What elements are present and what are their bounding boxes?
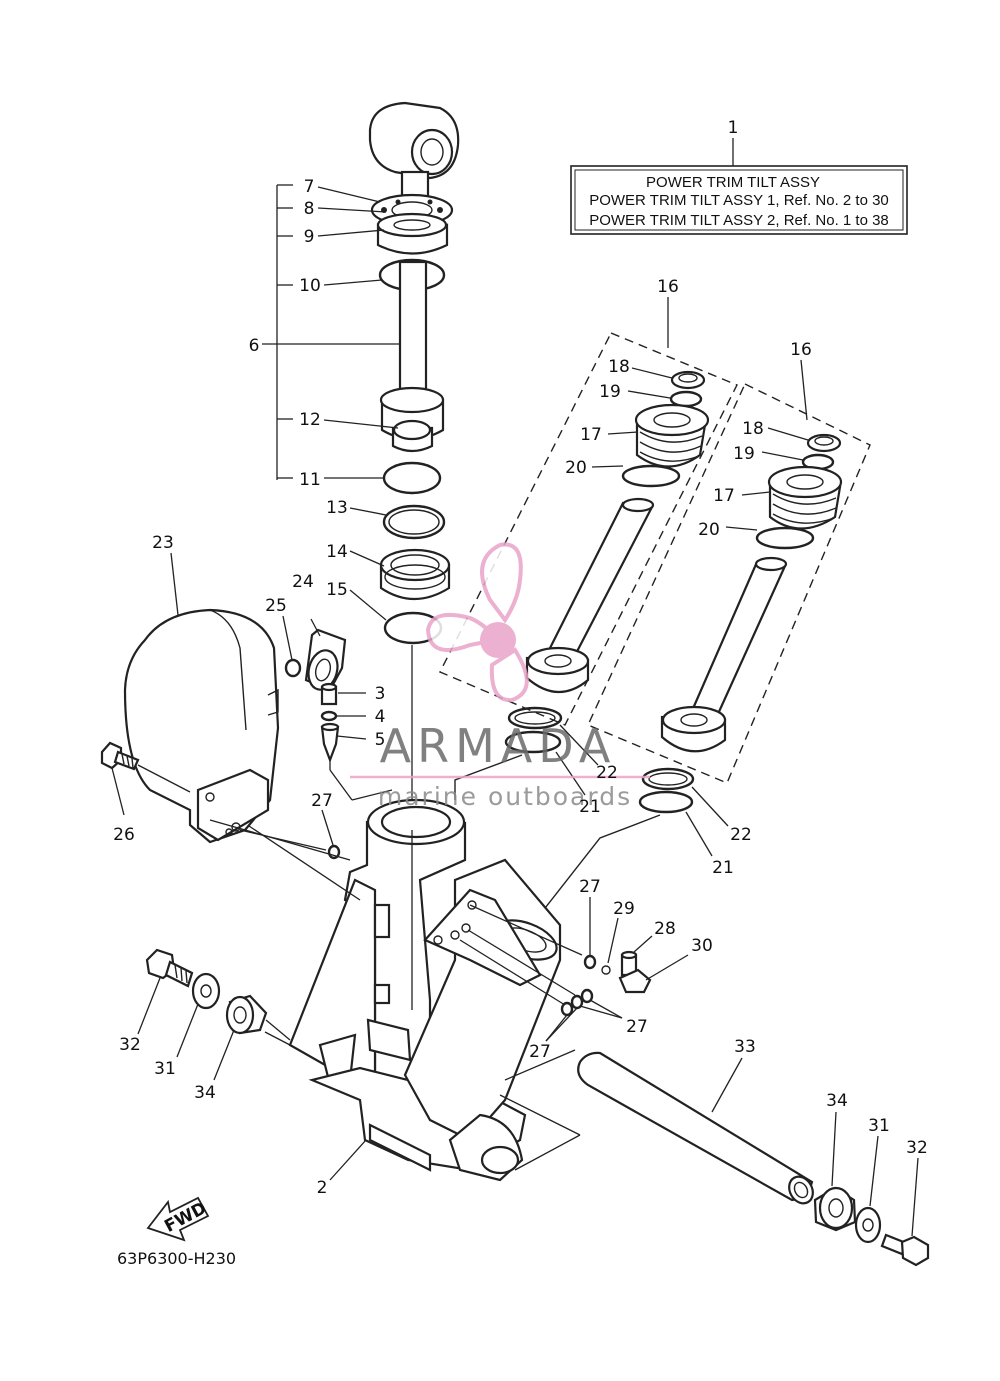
callout-11: 11 [299, 470, 321, 490]
kit-right-parts [660, 427, 843, 753]
callout-31-right: 31 [868, 1116, 890, 1136]
callout-18-right: 18 [742, 419, 764, 439]
callout-8: 8 [304, 199, 315, 219]
callout-17-right: 17 [713, 486, 735, 506]
tilt-rod-assembly [368, 101, 460, 830]
callout-21-right: 21 [712, 858, 734, 878]
callout-3: 3 [375, 684, 386, 704]
callout-10: 10 [299, 276, 321, 296]
callout-32-left: 32 [119, 1035, 141, 1055]
callout-27-a: 27 [311, 791, 333, 811]
title-line-2: POWER TRIM TILT ASSY 1, Ref. No. 2 to 30 [589, 192, 889, 209]
callout-30: 30 [691, 936, 713, 956]
callout-20-left: 20 [565, 458, 587, 478]
callout-1: 1 [728, 118, 739, 138]
callout-13: 13 [326, 498, 348, 518]
callout-5: 5 [375, 730, 386, 750]
callout-16-right: 16 [790, 340, 812, 360]
callout-16-left: 16 [657, 277, 679, 297]
callout-24: 24 [292, 572, 314, 592]
diagram-code: 63P6300-H230 [117, 1249, 236, 1268]
callout-2: 2 [317, 1178, 328, 1198]
kit-left-parts [525, 367, 710, 694]
propeller-logo-icon [425, 542, 529, 703]
callout-4: 4 [375, 707, 386, 727]
callout-22-left: 22 [596, 763, 618, 783]
watermark-brand: ARMADA [380, 719, 617, 773]
callout-18-left: 18 [608, 357, 630, 377]
callout-12: 12 [299, 410, 321, 430]
pivot-hardware-left [137, 948, 291, 1081]
callout-6: 6 [249, 336, 260, 356]
callout-25: 25 [265, 596, 287, 616]
callout-27-b: 27 [579, 877, 601, 897]
callout-28: 28 [654, 919, 676, 939]
callout-21-left: 21 [579, 797, 601, 817]
callout-29: 29 [613, 899, 635, 919]
tilt-tube [577, 1051, 814, 1205]
cylinder-body [179, 779, 583, 1182]
callout-27-d: 27 [529, 1042, 551, 1062]
callout-23: 23 [152, 533, 174, 553]
callout-20-right: 20 [698, 520, 720, 540]
callout-34-left: 34 [194, 1083, 216, 1103]
group-6-bracket [262, 184, 400, 621]
title-box: POWER TRIM TILT ASSY POWER TRIM TILT ASS… [570, 138, 908, 235]
seal-rings-21-22 [454, 706, 729, 941]
small-parts-left [100, 552, 393, 860]
callout-19-right: 19 [733, 444, 755, 464]
callout-labels: 1 2 3 4 5 6 7 8 9 10 11 12 13 14 15 16 1… [113, 118, 928, 1198]
pivot-hardware-right [813, 1111, 930, 1267]
callout-7: 7 [304, 177, 315, 197]
reservoir-tank [123, 608, 351, 861]
callout-17-left: 17 [580, 425, 602, 445]
small-parts-right [545, 897, 689, 1042]
callout-22-right: 22 [730, 825, 752, 845]
title-line-1: POWER TRIM TILT ASSY [646, 174, 820, 191]
callout-34-right: 34 [826, 1091, 848, 1111]
callout-15: 15 [326, 580, 348, 600]
callout-9: 9 [304, 227, 315, 247]
callout-33: 33 [734, 1037, 756, 1057]
fwd-arrow-icon: FWD [146, 1196, 210, 1242]
callout-26: 26 [113, 825, 135, 845]
kit-box-16-right [587, 359, 871, 784]
callout-14: 14 [326, 542, 348, 562]
kit-box-16-left [439, 297, 738, 726]
callout-19-left: 19 [599, 382, 621, 402]
callout-31-left: 31 [154, 1059, 176, 1079]
watermark: ARMADA marine outboards [350, 542, 650, 811]
watermark-tagline: marine outboards [378, 782, 632, 811]
callout-32-right: 32 [906, 1138, 928, 1158]
callout-27-c: 27 [626, 1017, 648, 1037]
title-line-3: POWER TRIM TILT ASSY 2, Ref. No. 1 to 38 [589, 212, 889, 229]
